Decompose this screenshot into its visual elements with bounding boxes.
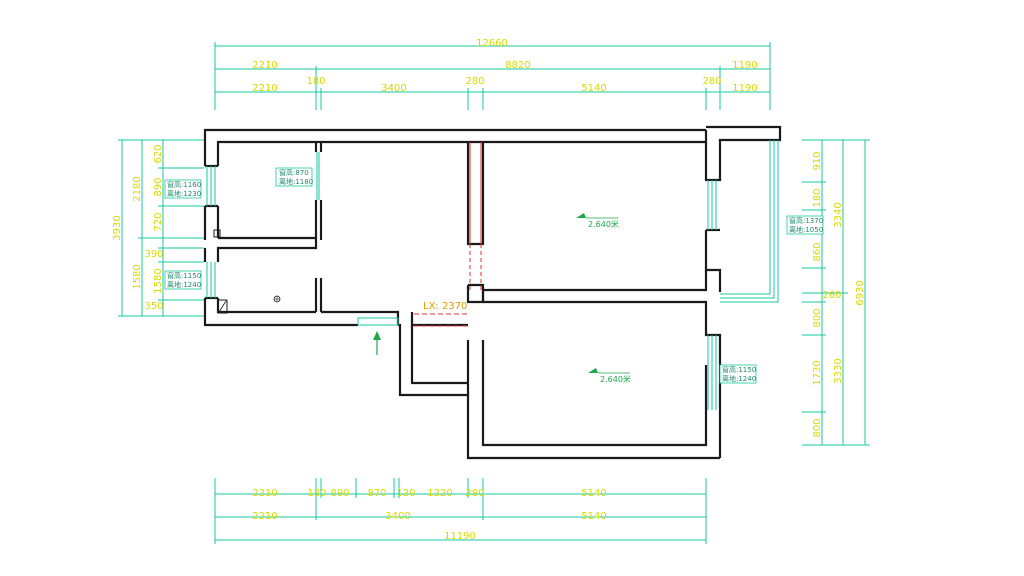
dim-right-overall: 6930 [855, 280, 866, 305]
dim-top-r3-3: 3400 [381, 83, 406, 94]
pipe-lower [217, 299, 228, 314]
svg-text:窗高:870: 窗高:870 [279, 168, 309, 177]
entry-arrow-icon [373, 331, 381, 355]
walls [203, 125, 782, 460]
pipe-upper [213, 229, 221, 238]
dim-right-r2-1: 3340 [833, 202, 844, 227]
dim-bot-r1-3: 890 [330, 488, 349, 499]
bottom-dimensions [214, 478, 707, 544]
dim-right-r2-2: 3330 [833, 358, 844, 383]
dim-top-r2-1: 2210 [252, 60, 277, 71]
window-note-1: 窗高:870 离地:1180 [275, 167, 313, 187]
dim-right-r3-3: 860 [812, 242, 823, 261]
window-note-3: 窗高:1150 离地:1240 [164, 270, 202, 290]
dim-bot-r1-2: 180 [307, 488, 326, 499]
dim-left-r3-6: 350 [144, 301, 163, 312]
dim-bot-r2-1: 2210 [252, 511, 277, 522]
level-mark-upper: 2.640米 [576, 213, 619, 229]
dim-bot-overall: 11190 [444, 531, 476, 542]
dim-top-r3-6: 280 [702, 76, 721, 87]
dim-bot-r1-1: 2210 [252, 488, 277, 499]
svg-text:窗高:1160: 窗高:1160 [167, 180, 201, 189]
dim-top-r3-2: 180 [306, 76, 325, 87]
svg-text:离地:1230: 离地:1230 [167, 189, 201, 198]
dim-right-r3-7: 800 [812, 418, 823, 437]
dim-left-r3-5: 1580 [153, 268, 164, 293]
dim-right-r3-2: 180 [812, 188, 823, 207]
svg-text:2.640米: 2.640米 [600, 374, 631, 384]
dim-top-r3-1: 2210 [252, 83, 277, 94]
dim-left-overall: 3930 [112, 215, 123, 240]
dim-right-r3-1: 910 [812, 151, 823, 170]
dim-bot-r1-7: 280 [465, 488, 484, 499]
svg-text:离地:1050: 离地:1050 [789, 225, 823, 234]
window-inner-upper [316, 152, 320, 200]
level-mark-lower: 2.640米 [588, 368, 631, 384]
balcony-window [720, 140, 779, 303]
dim-left-r3-4: 390 [144, 249, 163, 260]
left-dimensions [118, 139, 204, 317]
dim-top-overall: 12660 [476, 38, 508, 49]
dim-bot-r1-8: 5140 [581, 488, 606, 499]
window-note-2: 窗高:1160 离地:1230 [164, 179, 202, 199]
dim-bot-r1-5: 120 [396, 488, 415, 499]
svg-text:离地:1240: 离地:1240 [722, 374, 756, 383]
dim-top-r2-2: 8820 [505, 60, 530, 71]
dim-bot-r2-2: 3400 [385, 511, 410, 522]
dim-left-r2-1: 2180 [132, 176, 143, 201]
svg-text:离地:1240: 离地:1240 [167, 280, 201, 289]
svg-text:2.640米: 2.640米 [588, 219, 619, 229]
dim-top-r3-5: 5140 [581, 83, 606, 94]
svg-text:窗高:1370: 窗高:1370 [789, 216, 823, 225]
dim-right-r3-4: 260 [822, 290, 841, 301]
windows [206, 140, 779, 410]
entry-door-threshold [357, 317, 399, 326]
dim-left-r3-2: 890 [153, 177, 164, 196]
top-dimensions [214, 42, 771, 110]
window-left-upper [206, 166, 216, 206]
svg-text:窗高:1150: 窗高:1150 [167, 271, 201, 280]
dim-left-r3-1: 620 [153, 144, 164, 163]
dim-right-r3-6: 1730 [812, 360, 823, 385]
window-note-5: 窗高:1150 离地:1240 [719, 364, 757, 384]
window-right-upper [707, 180, 717, 230]
dim-bot-r1-6: 1220 [427, 488, 452, 499]
svg-text:离地:1180: 离地:1180 [279, 177, 313, 186]
dim-left-r3-3: 720 [153, 212, 164, 231]
dim-bot-r2-3: 5140 [581, 511, 606, 522]
window-note-4: 窗高:1370 离地:1050 [786, 215, 824, 235]
fixtures [213, 229, 281, 314]
svg-text:窗高:1150: 窗高:1150 [722, 365, 756, 374]
right-dimensions [802, 139, 870, 446]
beam-lines [414, 142, 482, 327]
beam-label: LX: 2370 [423, 301, 467, 312]
window-right-lower [707, 335, 717, 410]
dim-top-r3-4: 280 [465, 76, 484, 87]
dim-top-r2-3: 1190 [732, 60, 757, 71]
dim-left-r2-2: 1580 [132, 264, 143, 289]
window-left-lower [206, 262, 216, 298]
dim-right-r3-5: 800 [812, 308, 823, 327]
dim-bot-r1-4: 870 [367, 488, 386, 499]
dim-top-r3-7: 1190 [732, 83, 757, 94]
